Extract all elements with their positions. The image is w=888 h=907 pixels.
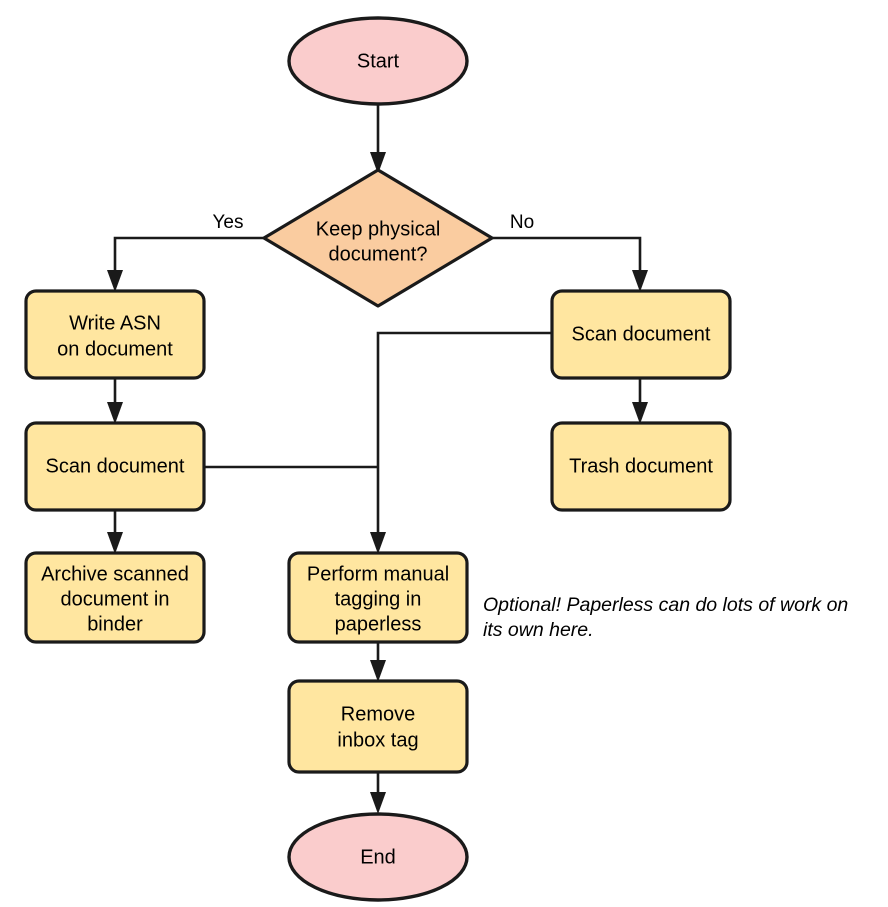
edge-scan-right-to-tagging <box>370 331 552 554</box>
edge-decision-yes-to-write-asn <box>107 236 264 292</box>
node-trash-document[interactable]: Trash document <box>550 421 732 512</box>
write-asn-label-line2: on document <box>57 338 173 360</box>
node-remove-inbox-tag[interactable]: Remove inbox tag <box>287 679 469 774</box>
edge-label-yes: Yes <box>213 212 244 233</box>
scan-document-right-label: Scan document <box>572 323 711 345</box>
decision-label-line1: Keep physical <box>316 218 441 240</box>
tagging-label-line3: paperless <box>335 613 422 635</box>
edge-tagging-to-remove-tag <box>370 642 386 682</box>
start-ellipse <box>287 16 469 106</box>
write-asn-box <box>24 289 206 380</box>
tagging-label-line2: tagging in <box>335 588 422 610</box>
decision-diamond <box>262 168 494 308</box>
remove-inbox-tag-label-line1: Remove <box>341 703 415 725</box>
scan-document-left-box <box>24 421 206 512</box>
edge-start-to-decision <box>370 103 386 174</box>
annotation-line2: its own here. <box>483 619 594 641</box>
edge-write-asn-to-scan-left <box>107 378 123 424</box>
scan-document-left-label: Scan document <box>46 455 185 477</box>
edge-decision-no-to-scan-right <box>492 236 648 292</box>
node-scan-document-left[interactable]: Scan document <box>24 421 206 512</box>
trash-document-box <box>550 421 732 512</box>
archive-label-line3: binder <box>87 613 143 635</box>
end-ellipse <box>287 812 469 902</box>
start-label: Start <box>357 50 400 72</box>
remove-inbox-tag-label-line2: inbox tag <box>337 729 418 751</box>
archive-label-line2: document in <box>61 588 170 610</box>
node-start[interactable]: Start <box>287 16 469 106</box>
edge-label-no: No <box>510 212 534 233</box>
edge-scan-right-to-trash <box>632 378 648 424</box>
node-end[interactable]: End <box>287 812 469 902</box>
end-label: End <box>360 846 396 868</box>
edge-scan-left-to-archive <box>107 510 123 554</box>
node-perform-manual-tagging[interactable]: Perform manual tagging in paperless <box>287 551 469 644</box>
scan-document-right-box <box>550 289 732 380</box>
tagging-box <box>287 551 469 644</box>
archive-label-line1: Archive scanned <box>41 563 189 585</box>
trash-document-label: Trash document <box>569 455 713 477</box>
annotation-line1: Optional! Paperless can do lots of work … <box>483 594 848 616</box>
archive-box <box>24 551 206 644</box>
write-asn-label-line1: Write ASN <box>69 312 161 334</box>
tagging-label-line1: Perform manual <box>307 563 449 585</box>
annotation-optional-note: Optional! Paperless can do lots of work … <box>483 594 848 641</box>
remove-inbox-tag-box <box>287 679 469 774</box>
node-write-asn[interactable]: Write ASN on document <box>24 289 206 380</box>
node-scan-document-right[interactable]: Scan document <box>550 289 732 380</box>
edge-remove-tag-to-end <box>370 772 386 814</box>
decision-label-line2: document? <box>329 243 428 265</box>
node-archive-scanned-document[interactable]: Archive scanned document in binder <box>24 551 206 644</box>
node-decision-keep-physical-document[interactable]: Keep physical document? <box>262 168 494 308</box>
